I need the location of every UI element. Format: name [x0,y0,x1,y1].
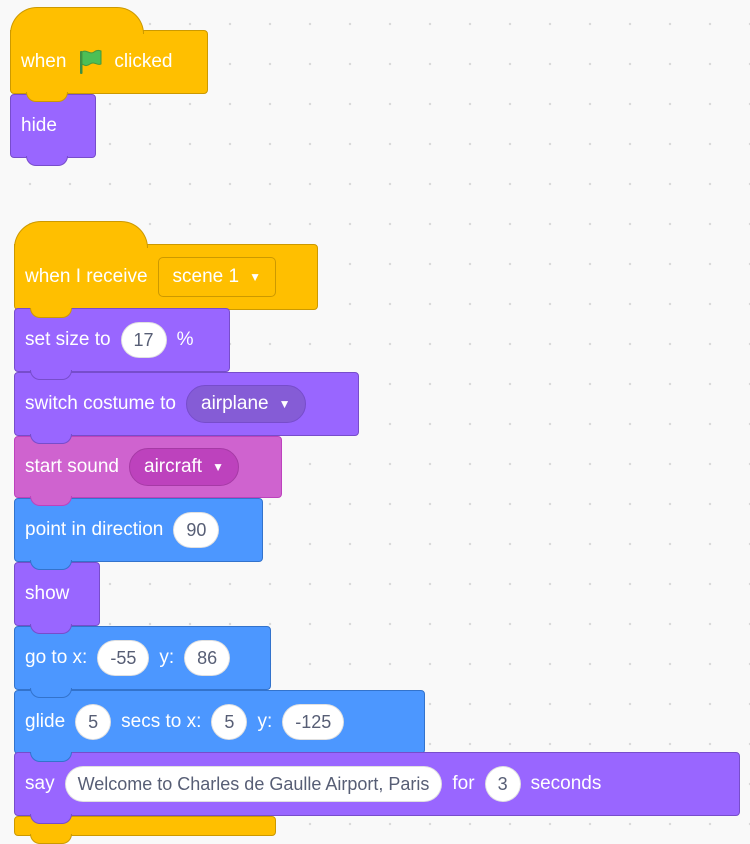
show-label: show [25,583,70,604]
go-to-x-input[interactable]: -55 [97,640,150,676]
glide-label: glide [25,711,66,732]
say-message-input[interactable]: Welcome to Charles de Gaulle Airport, Pa… [64,766,443,802]
glide-secs-input[interactable]: 5 [75,704,112,740]
say-for-secs-block[interactable]: say Welcome to Charles de Gaulle Airport… [14,752,740,824]
when-label: when [21,51,67,72]
when-flag-clicked-block[interactable]: when clicked [10,7,208,102]
go-to-y-label: y: [159,647,175,668]
message-dropdown[interactable]: scene 1 ▼ [157,257,276,297]
when-i-receive-block[interactable]: when I receive scene 1 ▼ [14,221,318,318]
seconds-label: seconds [530,773,602,794]
switch-costume-block[interactable]: switch costume to airplane ▼ [14,372,359,444]
glide-y-label: y: [257,711,273,732]
say-label: say [25,773,55,794]
caret-down-icon: ▼ [249,270,261,284]
percent-label: % [176,329,194,350]
show-block[interactable]: show [14,562,100,634]
size-input[interactable]: 17 [120,322,167,358]
start-sound-label: start sound [25,456,119,477]
glide-y-input[interactable]: -125 [282,704,345,740]
when-i-receive-label: when I receive [25,266,148,287]
direction-input[interactable]: 90 [173,512,220,548]
switch-costume-label: switch costume to [25,393,176,414]
point-in-direction-label: point in direction [25,519,164,540]
go-to-xy-block[interactable]: go to x: -55 y: 86 [14,626,271,698]
hide-label: hide [21,115,57,136]
message-value: scene 1 [172,266,240,287]
green-flag-icon [76,48,104,76]
for-label: for [452,773,475,794]
start-sound-block[interactable]: start sound aircraft ▼ [14,436,282,506]
go-to-y-input[interactable]: 86 [184,640,231,676]
say-secs-input[interactable]: 3 [484,766,521,802]
caret-down-icon: ▼ [278,397,291,411]
caret-down-icon: ▼ [212,460,224,474]
sound-value: aircraft [144,456,203,477]
set-size-label: set size to [25,329,111,350]
sound-dropdown[interactable]: aircraft ▼ [129,448,239,486]
point-in-direction-block[interactable]: point in direction 90 [14,498,263,570]
hide-block[interactable]: hide [10,94,96,166]
set-size-block[interactable]: set size to 17 % [14,308,230,380]
costume-dropdown[interactable]: airplane ▼ [186,385,306,423]
secs-to-x-label: secs to x: [121,711,202,732]
costume-value: airplane [201,393,269,414]
clicked-label: clicked [114,51,173,72]
glide-x-input[interactable]: 5 [211,704,248,740]
glide-block[interactable]: glide 5 secs to x: 5 y: -125 [14,690,425,762]
go-to-x-label: go to x: [25,647,88,668]
